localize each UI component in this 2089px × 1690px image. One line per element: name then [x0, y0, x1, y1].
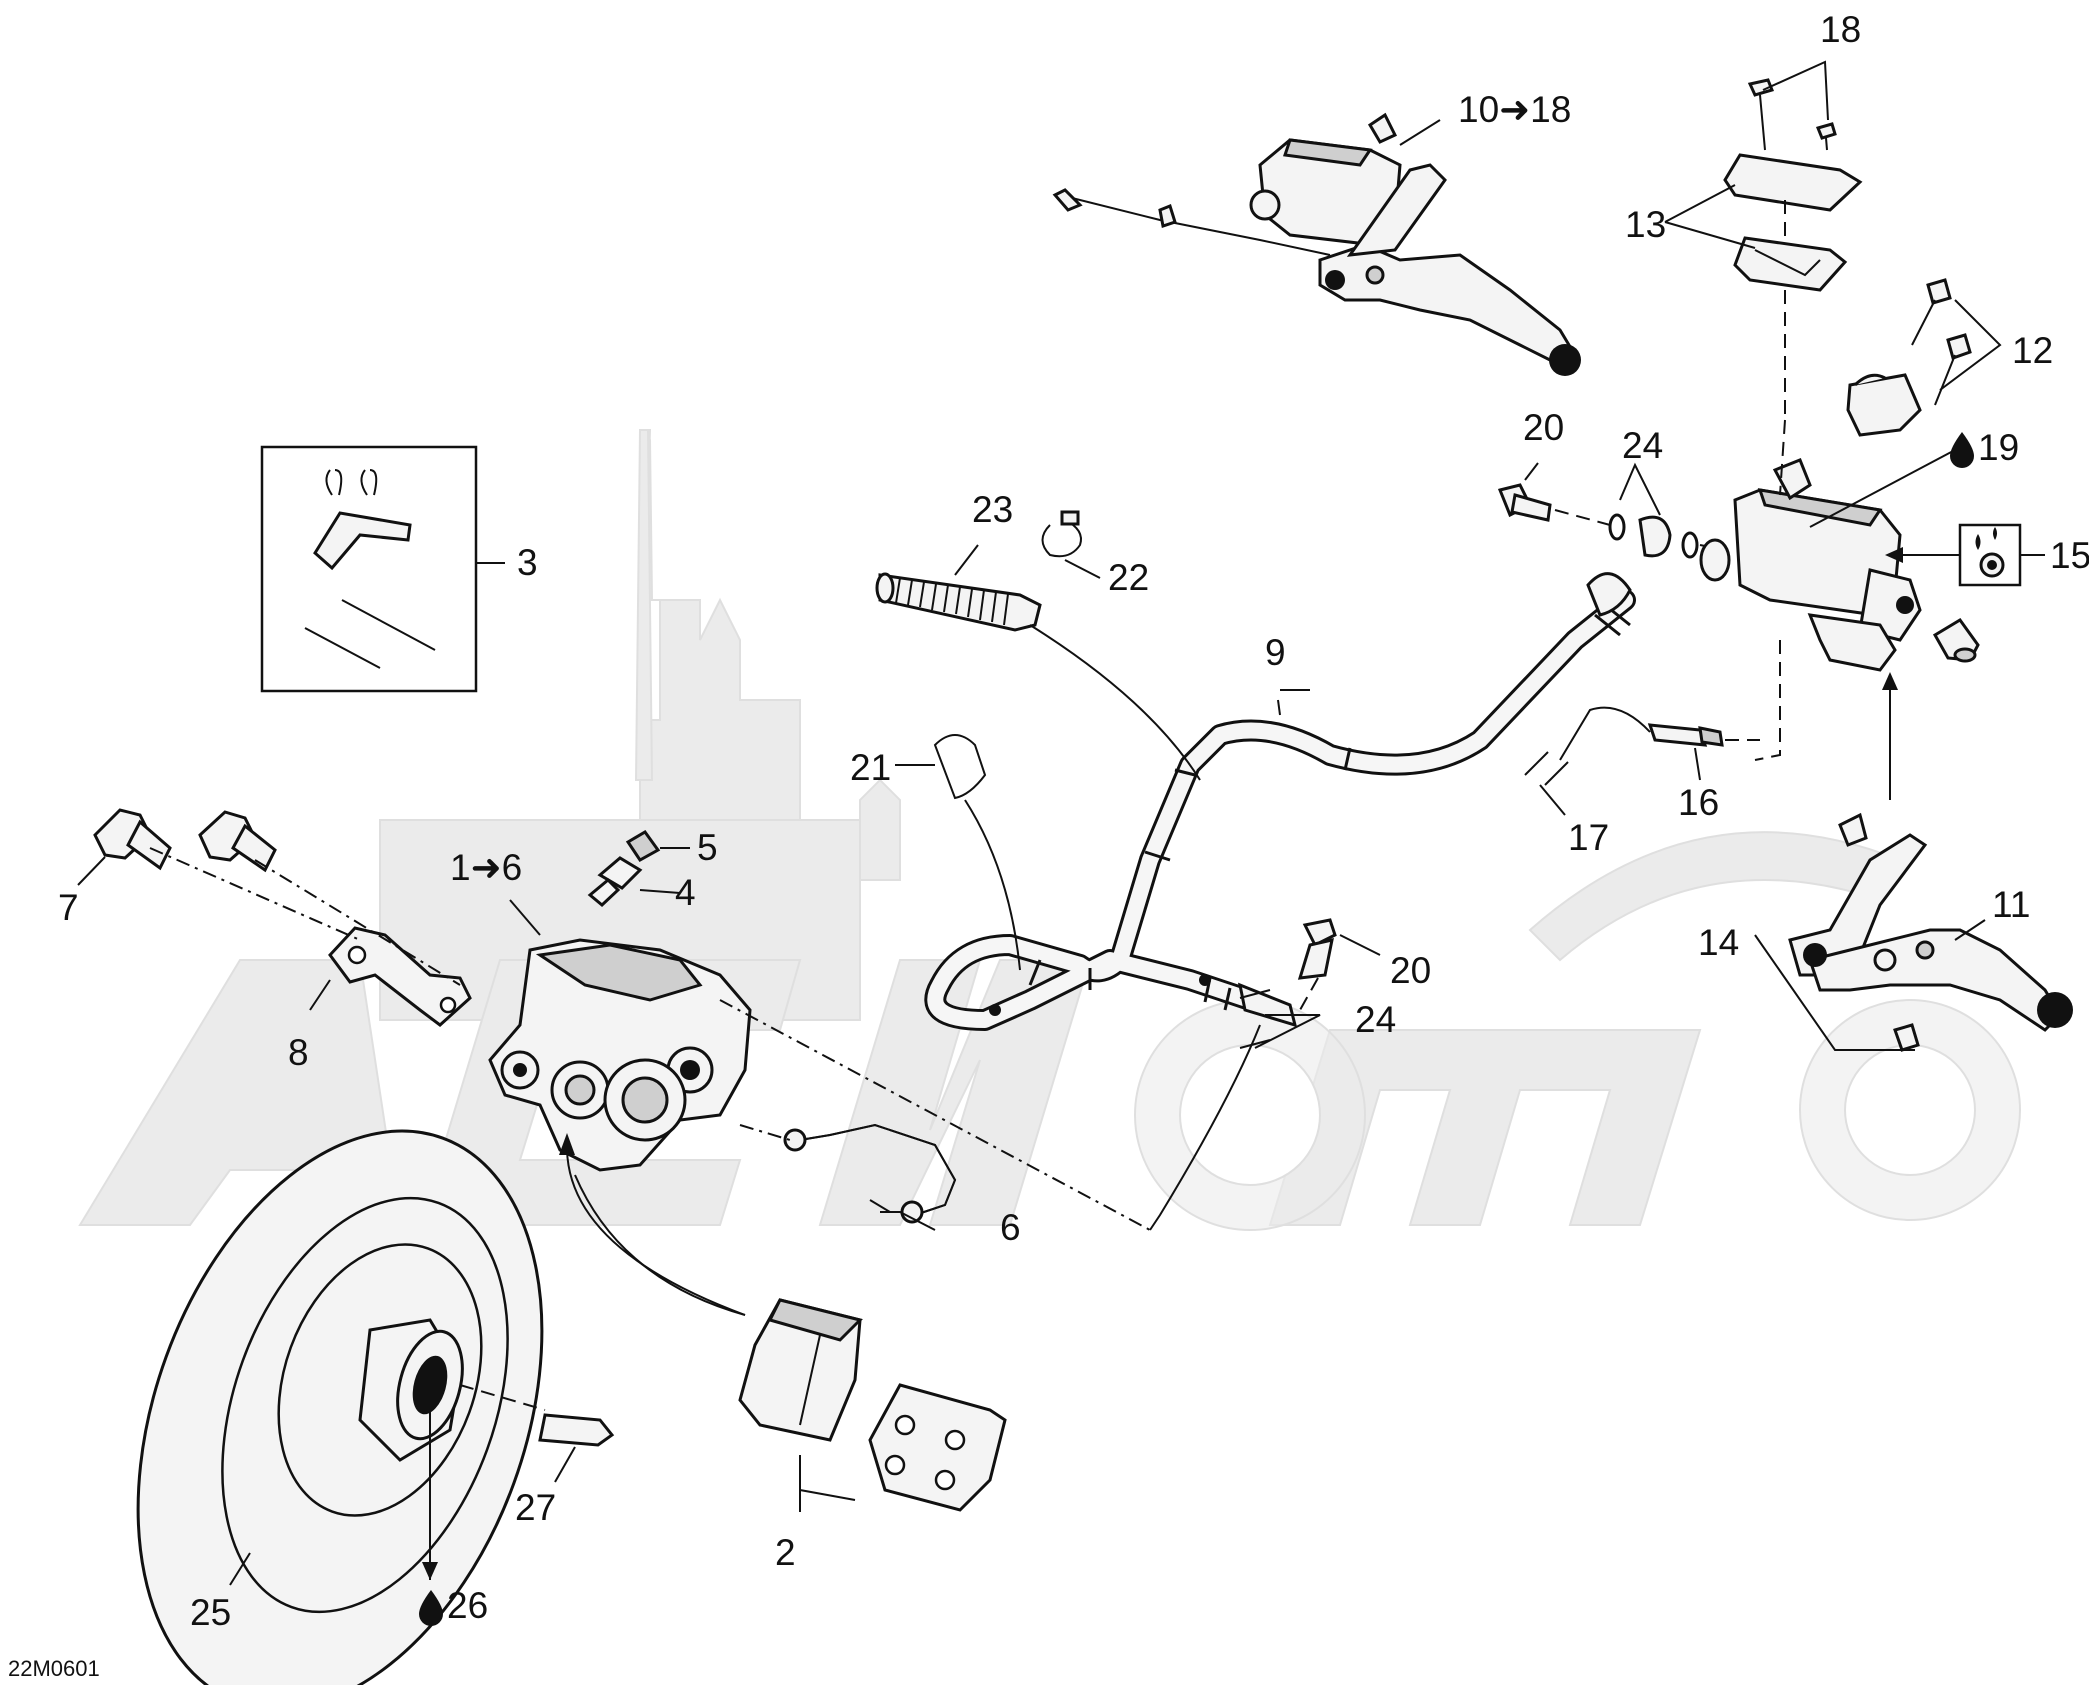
callout-4: 4 [675, 872, 696, 913]
part-4-5-bleeder [587, 830, 690, 908]
callout-8: 8 [288, 1032, 309, 1073]
part-3-pin-kit [260, 445, 505, 693]
callout-24-lower: 24 [1355, 999, 1396, 1040]
callout-14: 14 [1698, 922, 1739, 963]
callout-26: 26 [447, 1585, 488, 1626]
callout-labels: 1➜6 2 3 4 5 6 7 8 9 10➜18 11 12 13 14 15… [8, 9, 2089, 1681]
callout-21: 21 [850, 747, 891, 788]
callout-10: 10➜18 [1458, 89, 1571, 130]
callout-13: 13 [1625, 204, 1666, 245]
callout-24-upper: 24 [1622, 425, 1663, 466]
diagram-code: 22M0601 [8, 1656, 100, 1681]
callout-12: 12 [2012, 330, 2053, 371]
part-2-brake-pads [559, 1133, 1007, 1512]
callout-20-upper: 20 [1523, 407, 1564, 448]
callout-23: 23 [972, 489, 1013, 530]
part-9-brake-hose [924, 572, 1636, 1231]
callout-25: 25 [190, 1592, 231, 1633]
part-15-fluid-level-window [1885, 523, 2045, 587]
part-10-master-cylinder-assembly [1052, 112, 1581, 376]
part-13-reservoir-cover [1664, 153, 1863, 420]
part-22-hose-clamp [1041, 510, 1101, 579]
part-cap [1932, 618, 1980, 663]
callout-19: 19 [1978, 427, 2019, 468]
callout-17: 17 [1568, 817, 1609, 858]
part-21-hose-clip [895, 734, 1021, 971]
callout-26-group: 26 [419, 1585, 488, 1626]
oil-drop-icon [419, 1590, 443, 1626]
callout-22: 22 [1108, 557, 1149, 598]
part-20-banjo-bolt-lower [1239, 918, 1381, 1049]
part-16-brake-light-switch [1559, 706, 1760, 781]
callout-16: 16 [1678, 782, 1719, 823]
part-18-screws [1747, 60, 1837, 151]
callout-19-group: 19 [1950, 427, 2019, 468]
callout-2: 2 [775, 1532, 796, 1573]
callout-18: 18 [1820, 9, 1861, 50]
oil-drop-icon [1950, 432, 1974, 468]
part-7-bolts [77, 808, 277, 886]
callout-3: 3 [517, 542, 538, 583]
callout-6: 6 [1000, 1207, 1021, 1248]
part-19-master-cylinder [1699, 419, 1956, 761]
callout-15: 15 [2050, 535, 2089, 576]
part-6-pad-clip [739, 1123, 957, 1231]
part-27-key [538, 1413, 615, 1483]
callout-5: 5 [697, 827, 718, 868]
callout-11: 11 [1992, 884, 2030, 925]
callout-9: 9 [1265, 632, 1286, 673]
part-23-protector-tube [875, 544, 1201, 781]
part-17-terminals [1524, 751, 1569, 816]
callout-1: 1➜6 [450, 847, 522, 888]
callout-7: 7 [58, 887, 79, 928]
part-1-caliper [488, 899, 1151, 1231]
callout-27: 27 [515, 1487, 556, 1528]
callout-20-lower: 20 [1390, 950, 1431, 991]
part-12-clamp-bolts [1846, 278, 2002, 437]
part-20-banjo-bolt-upper [1497, 462, 1726, 559]
part-25-brake-disc [136, 1129, 546, 1690]
part-11-brake-lever [1754, 672, 2073, 1052]
part-8-bracket [149, 847, 472, 1027]
